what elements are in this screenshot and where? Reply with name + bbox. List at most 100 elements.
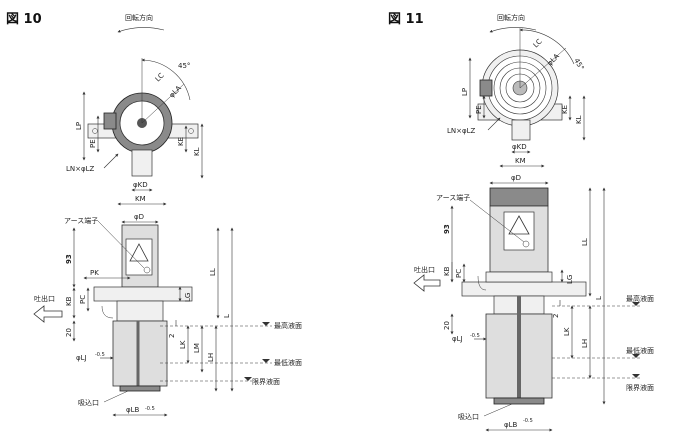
fig11-outlet-arrow-icon (413, 274, 441, 292)
fig10-side-view: 吐出口 アース端子 φD 93 PK KB PC 20 φLJ -0.5 (33, 213, 302, 417)
fig11-max-level-label: 最高液面 (626, 294, 654, 303)
fig11-rotation-arrow-icon (489, 27, 537, 33)
fig10-la-label: φLA (168, 84, 183, 99)
fig10-l-label: L (223, 314, 231, 318)
fig10-rotation-label: 回転方向 (125, 13, 153, 22)
fig10-inlet-label: 吸込口 (78, 398, 99, 407)
fig11-l-label: L (595, 296, 603, 300)
fig10-ke-label: KE (177, 137, 185, 146)
fig11-inlet-leader (483, 403, 513, 417)
fig10-kd-label: φKD (133, 181, 148, 189)
fig10-limit-level-icon (244, 377, 252, 381)
fig11-20-label: 20 (443, 321, 451, 330)
fig11-lb-sub: -0.5 (523, 418, 533, 424)
fig11-ll-label: LL (581, 238, 589, 246)
fig11-diag-line (519, 47, 567, 89)
fig11-lnlz-leader (487, 117, 501, 131)
fig11-lj-sub: -0.5 (470, 333, 480, 339)
fig10-earth-label: アース端子 (64, 216, 98, 225)
fig11-kl-label: KL (575, 115, 583, 124)
fig11-warning-icon (508, 215, 530, 235)
fig10-outlet-arrow-icon (33, 305, 63, 323)
fig11-kb-label: KB (443, 266, 451, 276)
fig10-diag-line (141, 83, 185, 124)
fig10-outlet-elbow (101, 305, 114, 319)
fig10-pump-casing (112, 320, 168, 387)
fig10-bolt-hole-2 (188, 128, 194, 134)
fig11-lk-label: LK (563, 327, 571, 336)
fig11-warning-plate (503, 211, 535, 251)
fig11-title: 図 11 (388, 12, 424, 27)
fig11-suction (493, 397, 545, 405)
fig10-pump-neck (116, 300, 164, 322)
fig10-drawing: 回転方向 45° LC φLA LP PE KE (33, 13, 302, 417)
fig11-inlet-label: 吸込口 (458, 412, 479, 421)
fig10-lnlz-label: LN×φLZ (66, 165, 95, 173)
fig10-angle-label: 45° (178, 62, 190, 70)
fig10-lb-sub: -0.5 (145, 406, 155, 412)
fig11-km-label: KM (515, 157, 526, 165)
fig10-rotation-arrow-icon (117, 27, 165, 33)
fig11-pc-label: PC (455, 269, 463, 278)
fig11-side-view: φD 吐出口 アース端子 93 KB PC (413, 174, 654, 432)
fig11-lp-label: LP (461, 88, 469, 96)
fig10-max-level-icon (262, 322, 270, 326)
fig11-lg-label: LG (566, 275, 574, 284)
fig11-motor-fan-cover (489, 187, 549, 207)
fig10-limit-level-label: 限界液面 (252, 377, 280, 386)
fig11-lb-label: φLB (504, 421, 518, 429)
fig11-earth-leader (469, 199, 525, 243)
fig10-outlet-pipe (131, 149, 153, 177)
fig10-warning-icon (129, 243, 149, 262)
fig10-angle-arc (141, 58, 191, 101)
fig11-lh-label: LH (581, 339, 589, 348)
fig11-limit-level-label: 限界液面 (626, 383, 654, 392)
fig10-ll-label: LL (209, 268, 217, 276)
fig10-lh-label: LH (207, 353, 215, 362)
fig11-angle-label: 45° (572, 57, 585, 72)
fig11-lj-label: φLJ (452, 335, 463, 343)
fig10-top-view: 45° LC φLA LP PE KE KL LN×φLZ φKD KM (66, 58, 204, 206)
fig10-suction (119, 385, 161, 392)
fig11-terminal-box (479, 79, 493, 97)
fig10-lb-label: φLB (126, 406, 140, 414)
fig10-d-label: φD (134, 213, 144, 221)
fig10-93-label: 93 (65, 254, 73, 264)
fig10-pk-label: PK (90, 269, 99, 277)
fig11-rotation-label: 回転方向 (497, 13, 525, 22)
fig11-kd-label: φKD (512, 143, 527, 151)
fig11-lnlz-label: LN×φLZ (447, 127, 476, 135)
fig10-pc-label: PC (79, 295, 87, 304)
fig10-title: 図 10 (6, 12, 42, 27)
fig10-km-label: KM (135, 195, 146, 203)
fig10-lc-label: LC (154, 71, 166, 83)
fig10-min-level-label: 最低液面 (274, 358, 302, 367)
fig11-earth-label: アース端子 (436, 193, 470, 202)
fig10-kb-label: KB (65, 296, 73, 306)
fig11-outlet-pipe (511, 119, 531, 141)
fig11-93-label: 93 (443, 224, 451, 234)
fig10-lk-label: LK (179, 340, 187, 349)
fig11-2-label: 2 (552, 314, 560, 318)
fig10-earth-terminal (143, 266, 151, 274)
fig11-min-level-label: 最低液面 (626, 346, 654, 355)
fig11-max-level-icon (632, 302, 640, 306)
fig10-max-level-label: 最高液面 (274, 321, 302, 330)
fig11-top-view: 45° LC φLA LP PE KE KL LN×φLZ φKD KM (447, 28, 586, 168)
fig11-motor-base (485, 271, 553, 283)
fig10-lm-label: LM (193, 343, 201, 353)
fig11-min-level-icon (632, 354, 640, 358)
fig10-outlet-label: 吐出口 (34, 294, 55, 303)
fig10-warning-plate (125, 238, 153, 276)
fig11-outlet-elbow (477, 275, 487, 291)
fig11-angle-arc (519, 28, 575, 65)
fig10-lnlz-leader (103, 153, 119, 169)
fig11-lc-label: LC (532, 37, 544, 49)
fig11-outlet-label: 吐出口 (414, 265, 435, 274)
fig10-lj-sub: -0.5 (95, 352, 105, 358)
fig11-earth-terminal (522, 240, 530, 248)
fig10-20-label: 20 (65, 328, 73, 337)
fig10-2-label: 2 (168, 334, 176, 338)
fig10-pe-label: PE (89, 139, 97, 148)
